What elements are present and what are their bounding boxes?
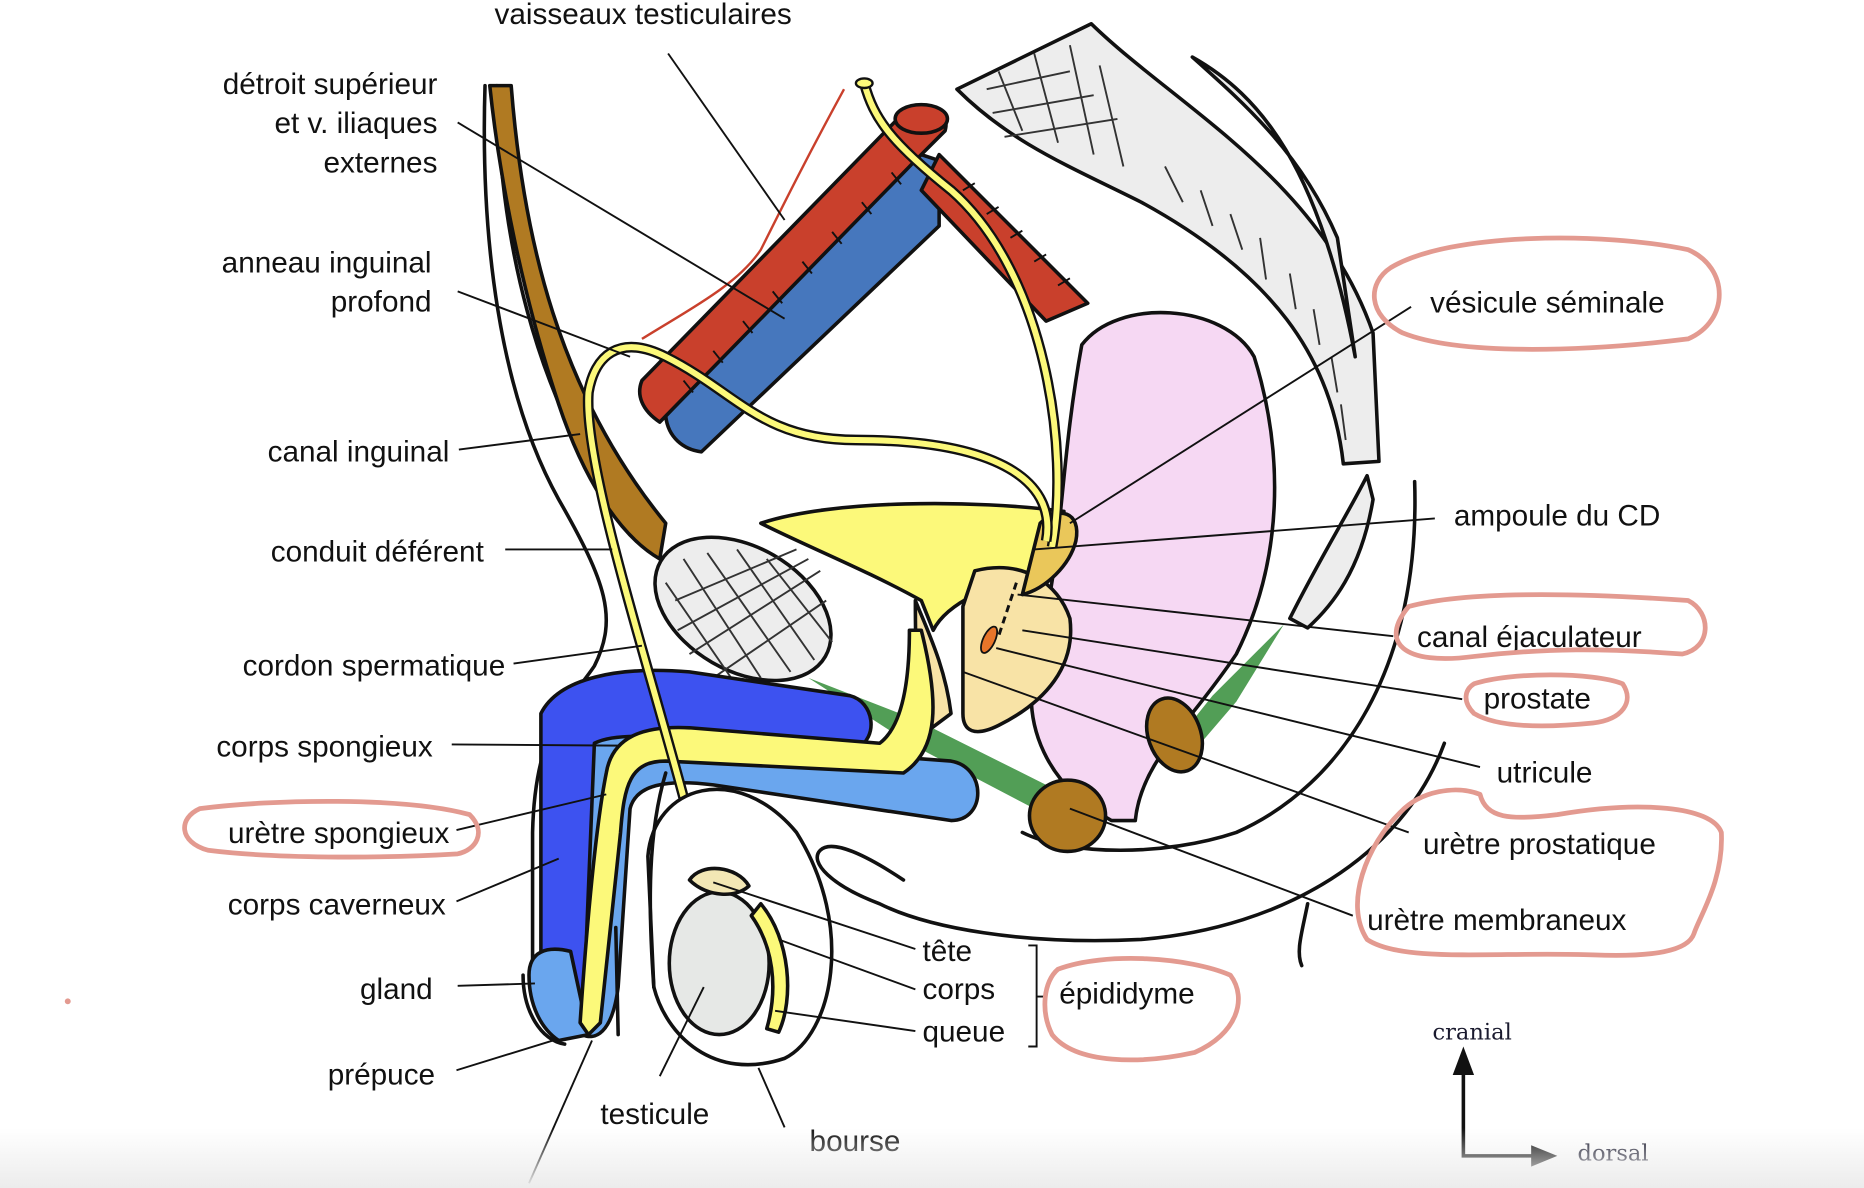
highlight-canal-ejaculateur — [1393, 592, 1708, 661]
label-testicule: testicule — [600, 1098, 709, 1131]
bulbourethral-gland — [1027, 778, 1108, 854]
vas-deferens-brown — [487, 83, 668, 561]
label-detroit-line2: et v. iliaques — [274, 107, 437, 140]
label-prepuce: prépuce — [328, 1059, 435, 1092]
label-uretre-prostatique: urètre prostatique — [1423, 828, 1656, 861]
label-bourse: bourse — [810, 1125, 901, 1158]
utricle — [980, 625, 999, 654]
leader-lines — [451, 52, 1481, 1184]
label-vaisseaux-testiculaires: vaisseaux testiculaires — [495, 0, 792, 31]
label-corps: corps — [922, 973, 995, 1006]
label-cordon-spermatique: cordon spermatique — [243, 649, 506, 682]
label-conduit-deferent: conduit déférent — [271, 535, 485, 568]
scrotum — [646, 771, 834, 1067]
label-detroit-line1: détroit supérieur — [223, 68, 438, 101]
label-ampoule-cd: ampoule du CD — [1454, 500, 1660, 533]
label-queue: queue — [922, 1016, 1005, 1049]
epididymis-head — [687, 866, 751, 897]
label-anneau-line2: profond — [331, 286, 432, 319]
label-cranial: cranial — [1432, 1019, 1511, 1045]
label-gland: gland — [360, 973, 433, 1006]
label-uretre-spongieux: urètre spongieux — [228, 817, 449, 850]
label-dorsal: dorsal — [1578, 1141, 1649, 1167]
highlight-uretres — [1355, 787, 1724, 958]
label-vesicule-seminale: vésicule séminale — [1430, 287, 1665, 320]
highlight-prostate — [1463, 672, 1630, 729]
stray-annotation-dot — [64, 998, 71, 1005]
arrow-up-icon — [1452, 1046, 1475, 1076]
highlight-vesicule — [1371, 235, 1722, 352]
orientation-indicator: cranial dorsal — [1432, 1019, 1648, 1166]
label-epididyme: épididyme — [1059, 978, 1194, 1011]
label-corps-caverneux: corps caverneux — [228, 888, 446, 921]
label-prostate: prostate — [1484, 683, 1591, 716]
highlight-epididyme — [1042, 956, 1241, 1063]
orientation-arrows — [1461, 1067, 1540, 1158]
label-corps-spongieux: corps spongieux — [216, 730, 433, 763]
label-anneau-line1: anneau inguinal — [222, 246, 432, 279]
label-uretre-membraneux: urètre membraneux — [1367, 904, 1626, 937]
testicular-vessels — [637, 88, 1090, 454]
sacrum-bone — [955, 22, 1381, 630]
label-detroit-line3: externes — [323, 146, 437, 179]
label-utricule: utricule — [1497, 756, 1593, 789]
arrow-right-icon — [1531, 1145, 1558, 1167]
pubic-symphysis — [653, 535, 833, 683]
highlight-uretre-spongieux — [182, 798, 481, 860]
highlight-annotations — [64, 235, 1724, 1063]
label-canal-inguinal: canal inguinal — [268, 435, 450, 468]
label-tete: tête — [922, 935, 972, 968]
